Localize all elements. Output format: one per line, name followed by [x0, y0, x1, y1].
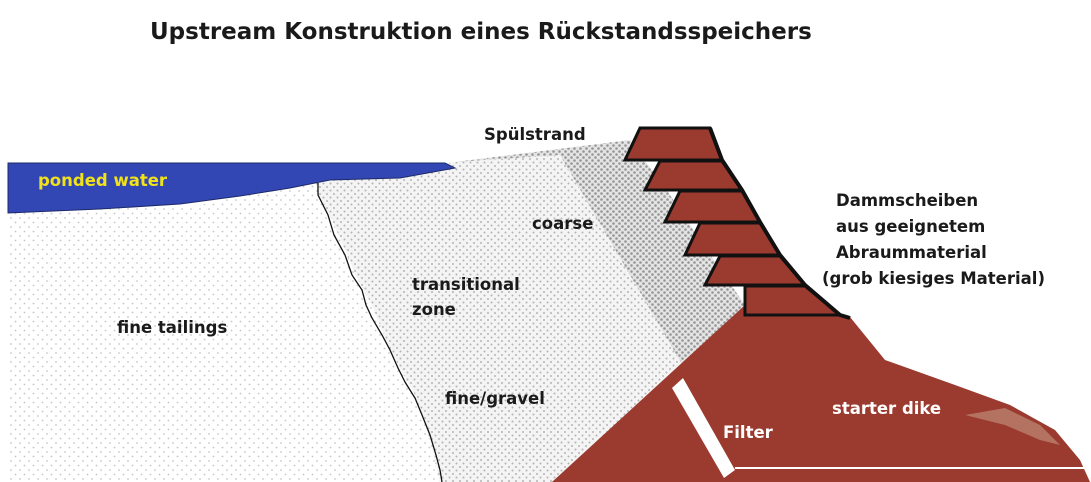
- coarse-label: coarse: [532, 214, 593, 233]
- filter-label: Filter: [723, 423, 774, 442]
- transitional-zone: [316, 155, 690, 482]
- dammscheiben-label-line4: (grob kiesiges Material): [822, 269, 1045, 288]
- filter-strip: [672, 378, 735, 478]
- raise-cell-1: [622, 126, 725, 162]
- coarse-zone: [455, 140, 745, 378]
- starter-dike-label: starter dike: [832, 399, 941, 418]
- ponded-water: [7, 162, 457, 214]
- fine-gravel-label: fine/gravel: [445, 389, 545, 408]
- diagram-title: Upstream Konstruktion eines Rückstandssp…: [150, 19, 812, 45]
- raise-cell-5: [702, 254, 809, 287]
- dammscheiben-label-line1: Dammscheiben: [836, 191, 978, 210]
- dammscheiben-label-line3: Abraummaterial: [836, 243, 987, 262]
- ponded-water-label: ponded water: [38, 171, 168, 190]
- dammscheiben-raises: [622, 126, 845, 317]
- spuelstrand-label: Spülstrand: [484, 125, 586, 144]
- dike-toe-highlight: [965, 408, 1060, 445]
- starter-dike: [552, 305, 1090, 482]
- dammscheiben-label-line2: aus geeignetem: [836, 217, 985, 236]
- transitional-zone-label-line2: zone: [412, 300, 456, 319]
- fine-transitional-boundary: [317, 183, 443, 482]
- fine-tailings-label: fine tailings: [117, 318, 227, 337]
- dam-outer-slope: [708, 127, 851, 320]
- transitional-zone-label-line1: transitional: [412, 275, 520, 294]
